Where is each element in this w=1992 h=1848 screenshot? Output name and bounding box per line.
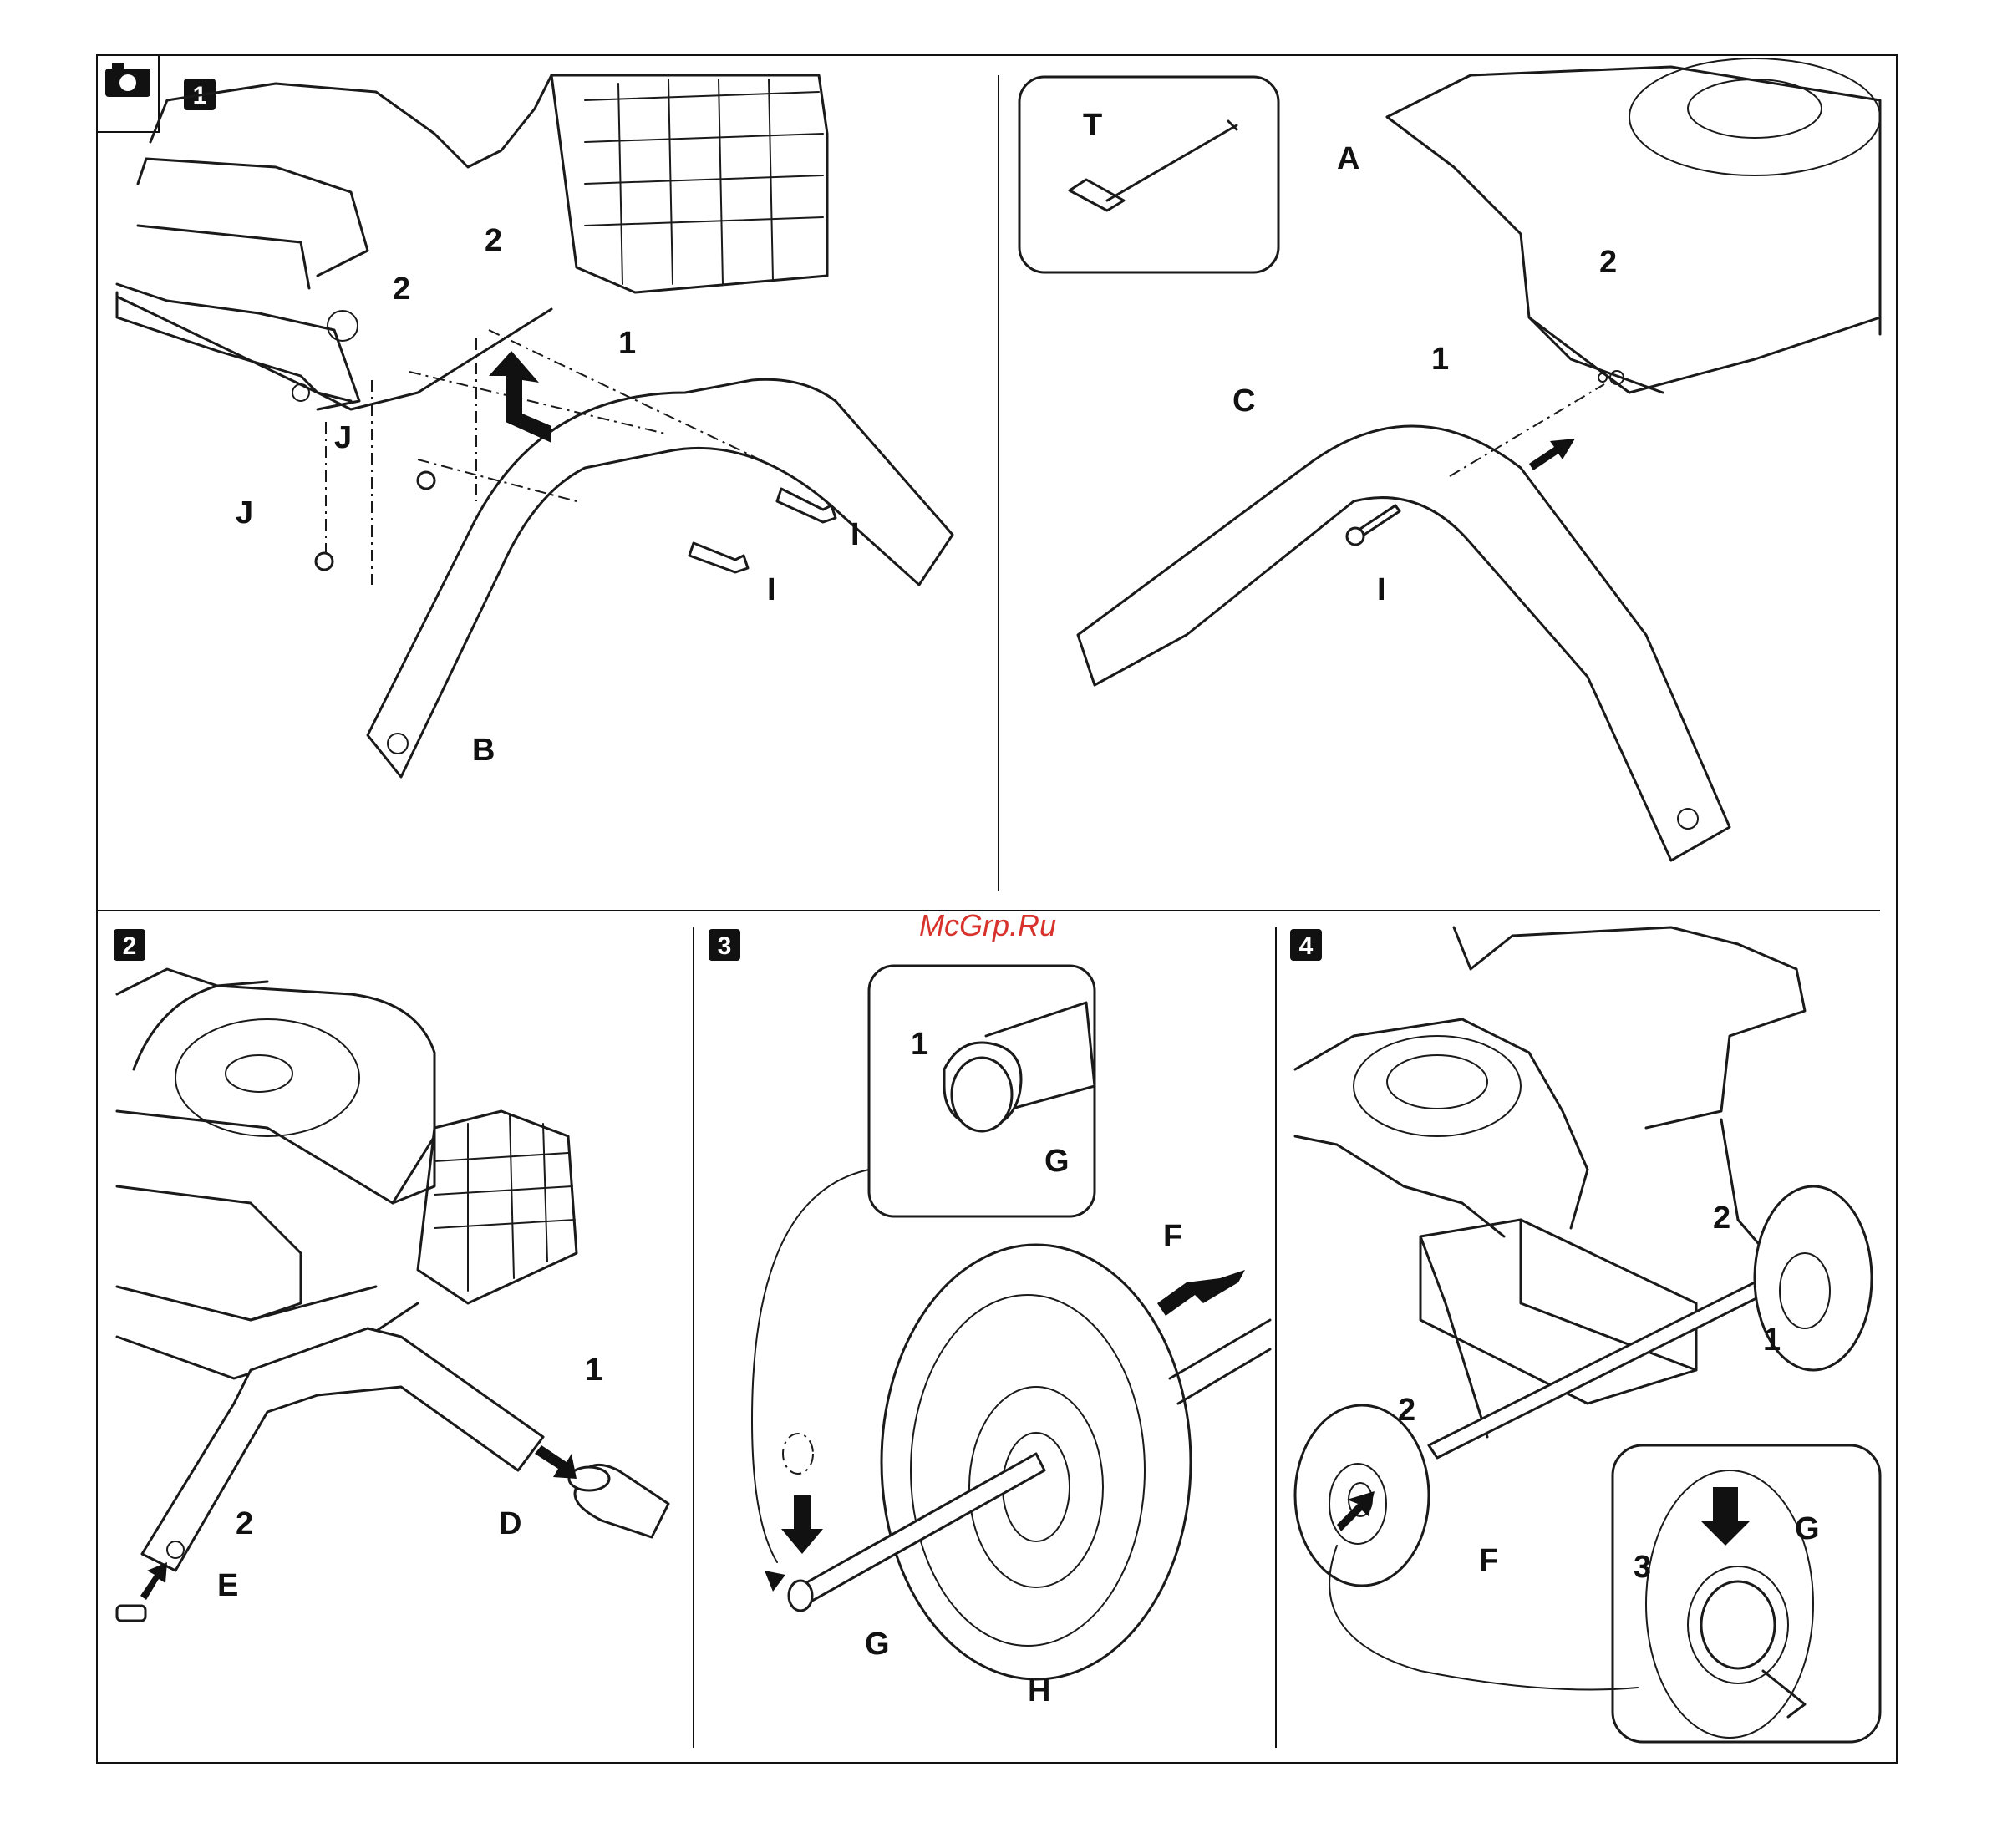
p3-label-G: G [865,1627,890,1662]
p1b-label-2: 2 [1599,245,1617,280]
p1a-label-2a: 2 [485,223,502,258]
step-badge-4: 4 [1290,929,1322,961]
p2-label-2: 2 [236,1506,253,1541]
panel-2-illustration [117,969,668,1621]
p1a-label-B: B [472,733,495,768]
p1b-label-I: I [1377,572,1386,607]
step-badge-2: 2 [114,929,145,961]
p3-label-H: H [1028,1673,1050,1708]
p1a-label-I-b: I [767,572,776,607]
panel-4-illustration [1295,927,1880,1742]
p4-label-1: 1 [1763,1323,1781,1358]
watermark: McGrp.Ru [919,908,1056,942]
svg-text:4: 4 [1299,932,1314,960]
svg-text:2: 2 [123,932,137,960]
p4-label-2b: 2 [1398,1393,1415,1428]
p1a-label-I-a: I [851,517,860,552]
p4-label-3: 3 [1634,1550,1651,1585]
p3-label-G-inset: G [1044,1144,1070,1179]
p1a-label-J-b: J [236,495,253,531]
p4-label-F: F [1479,1543,1498,1578]
p2-label-E: E [217,1568,238,1603]
step-badge-3: 3 [709,929,740,961]
p1a-label-J-a: J [334,420,352,455]
p2-label-D: D [499,1506,521,1541]
p1b-label-T: T [1083,108,1102,143]
panel-3-illustration [752,966,1270,1679]
panel-1b-illustration [1019,58,1880,861]
camera-icon [97,55,159,132]
p4-label-2a: 2 [1713,1201,1730,1236]
p1a-label-1: 1 [618,326,636,361]
p1b-label-C: C [1232,383,1255,419]
p4-label-G: G [1795,1511,1820,1546]
p1b-label-A: A [1337,141,1359,176]
p3-label-F: F [1163,1219,1182,1254]
panel-1a-illustration [117,75,953,777]
p3-label-1: 1 [911,1027,928,1062]
p1a-label-2b: 2 [393,272,410,307]
p2-label-1: 1 [585,1353,602,1388]
svg-text:3: 3 [718,932,732,960]
p1b-label-1: 1 [1431,342,1449,377]
